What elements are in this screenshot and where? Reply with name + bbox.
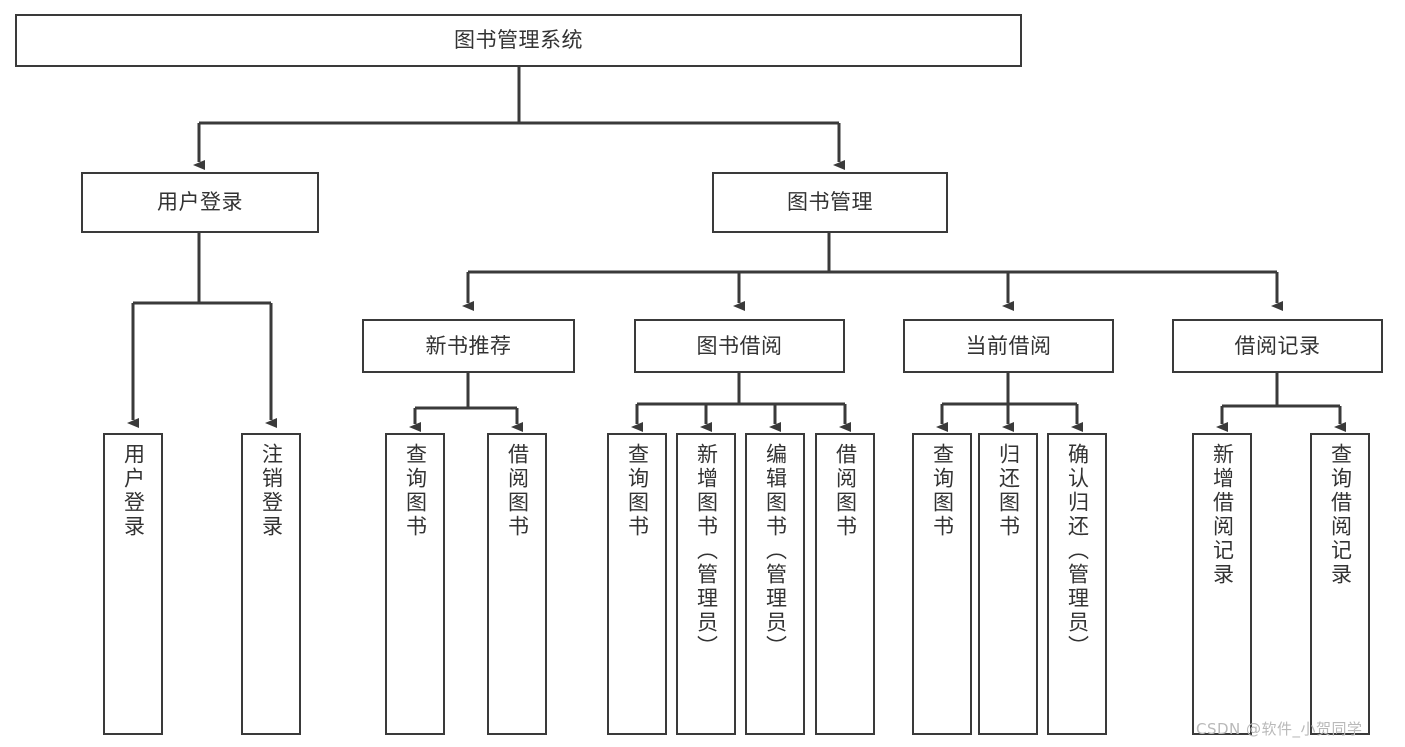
node-label: 图书管理 (787, 190, 873, 215)
node-root-book-management-system[interactable]: 图书管理系统 (15, 14, 1022, 67)
node-new-book-recommend[interactable]: 新书推荐 (362, 319, 575, 373)
node-label: 查询图书 (403, 443, 428, 539)
node-label: 新增借阅记录 (1210, 443, 1235, 587)
node-label: 确认归还（管理员） (1065, 443, 1090, 659)
node-borrow-record[interactable]: 借阅记录 (1172, 319, 1383, 373)
node-label: 编辑图书（管理员） (763, 443, 788, 659)
node-label: 借阅记录 (1234, 333, 1321, 358)
node-label: 查询图书 (930, 443, 955, 539)
leaf-return-book[interactable]: 归还图书 (978, 433, 1038, 735)
node-label: 借阅图书 (833, 443, 858, 539)
leaf-edit-book-admin[interactable]: 编辑图书（管理员） (745, 433, 805, 735)
leaf-user-login[interactable]: 用户登录 (103, 433, 163, 735)
node-label: 新增图书（管理员） (694, 443, 719, 659)
leaf-add-borrow-record[interactable]: 新增借阅记录 (1192, 433, 1252, 735)
node-current-borrow[interactable]: 当前借阅 (903, 319, 1114, 373)
node-book-borrow[interactable]: 图书借阅 (634, 319, 845, 373)
leaf-borrow-book[interactable]: 借阅图书 (815, 433, 875, 735)
node-user-login[interactable]: 用户登录 (81, 172, 319, 233)
node-label: 注销登录 (259, 443, 284, 539)
leaf-query-book-borrow[interactable]: 查询图书 (607, 433, 667, 735)
node-label: 查询借阅记录 (1328, 443, 1353, 587)
leaf-borrow-book-rec[interactable]: 借阅图书 (487, 433, 547, 735)
node-label: 用户登录 (157, 190, 243, 215)
node-label: 查询图书 (625, 443, 650, 539)
leaf-query-borrow-record[interactable]: 查询借阅记录 (1310, 433, 1370, 735)
csdn-watermark: CSDN @软件_小贺同学 (1196, 720, 1363, 738)
node-label: 借阅图书 (505, 443, 530, 539)
node-book-management[interactable]: 图书管理 (712, 172, 948, 233)
node-label: 当前借阅 (965, 333, 1052, 358)
node-label: 图书借阅 (696, 333, 783, 358)
leaf-query-book-rec[interactable]: 查询图书 (385, 433, 445, 735)
node-label: 归还图书 (996, 443, 1021, 539)
leaf-confirm-return-admin[interactable]: 确认归还（管理员） (1047, 433, 1107, 735)
node-label: 图书管理系统 (454, 28, 583, 53)
leaf-query-book-current[interactable]: 查询图书 (912, 433, 972, 735)
node-label: 新书推荐 (425, 333, 512, 358)
leaf-logout[interactable]: 注销登录 (241, 433, 301, 735)
node-label: 用户登录 (121, 443, 146, 539)
leaf-add-book-admin[interactable]: 新增图书（管理员） (676, 433, 736, 735)
